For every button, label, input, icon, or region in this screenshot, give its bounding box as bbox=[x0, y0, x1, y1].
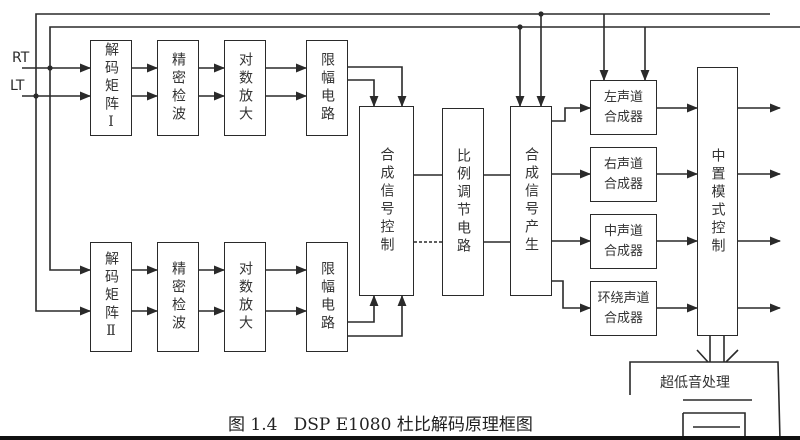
subwoofer-outline bbox=[629, 361, 781, 440]
log-amp-1-block: 对数放大 bbox=[224, 40, 266, 136]
block-label: 精密检波 bbox=[170, 52, 186, 124]
junction-dot bbox=[517, 24, 523, 30]
left-channel-synth-block: 左声道合成器 bbox=[590, 80, 657, 135]
synth-label-line2: 合成器 bbox=[603, 109, 643, 125]
block-label: 限幅电路 bbox=[319, 261, 335, 333]
block-label: 合成信号控制 bbox=[378, 147, 395, 255]
right-channel-synth-block: 右声道合成器 bbox=[590, 147, 657, 202]
rt-label: RT bbox=[12, 50, 30, 66]
synth-label-line2: 合成器 bbox=[603, 176, 643, 192]
limiter-2-block: 限幅电路 bbox=[306, 242, 348, 352]
ratio-adjust-block: 比例调节电路 bbox=[442, 108, 484, 296]
block-label: 解码矩阵Ⅱ bbox=[103, 251, 119, 343]
limiter-1-block: 限幅电路 bbox=[306, 40, 348, 136]
log-amp-2-block: 对数放大 bbox=[224, 242, 266, 352]
synth-label-line1: 环绕声道 bbox=[597, 290, 650, 306]
rt-to-lower bbox=[49, 68, 92, 275]
block-label: 中置模式控制 bbox=[709, 147, 726, 256]
block-label: 对数放大 bbox=[237, 261, 253, 333]
precision-detect-2-block: 精密检波 bbox=[157, 242, 199, 352]
synth-label-line1: 左声道 bbox=[603, 89, 643, 105]
surround-channel-synth-block: 环绕声道合成器 bbox=[590, 281, 657, 336]
synth-label-line2: 合成器 bbox=[603, 243, 643, 259]
figure-caption: 图 1.4 DSP E1080 杜比解码原理框图 bbox=[228, 415, 533, 435]
junction-dot bbox=[538, 11, 544, 17]
decode-matrix-2-block: 解码矩阵Ⅱ bbox=[90, 242, 132, 352]
lt-to-lower bbox=[35, 96, 92, 316]
center-mode-control-block: 中置模式控制 bbox=[697, 67, 738, 336]
synth-signal-control-block: 合成信号控制 bbox=[359, 106, 414, 296]
block-label: 比例调节电路 bbox=[455, 148, 471, 256]
decode-matrix-1-block: 解码矩阵Ⅰ bbox=[90, 40, 132, 136]
bus-rt-outer bbox=[49, 26, 800, 68]
block-label: 限幅电路 bbox=[319, 52, 335, 124]
block-label: 对数放大 bbox=[237, 52, 253, 124]
synth-label-line1: 右声道 bbox=[603, 156, 643, 172]
block-label: 合成信号产生 bbox=[523, 147, 539, 255]
center-channel-synth-block: 中声道合成器 bbox=[590, 214, 657, 269]
junction-dot bbox=[33, 93, 39, 99]
subwoofer-label: 超低音处理 bbox=[660, 375, 730, 391]
block-label: 精密检波 bbox=[170, 261, 186, 333]
precision-detect-1-block: 精密检波 bbox=[157, 40, 199, 136]
synth-signal-generate-block: 合成信号产生 bbox=[510, 106, 552, 296]
block-label: 解码矩阵Ⅰ bbox=[103, 42, 119, 134]
lt-label: LT bbox=[10, 78, 25, 94]
synth-label-line1: 中声道 bbox=[603, 223, 643, 239]
synth-label-line2: 合成器 bbox=[603, 310, 643, 326]
junction-dot bbox=[47, 65, 53, 71]
bottom-border bbox=[0, 436, 800, 440]
